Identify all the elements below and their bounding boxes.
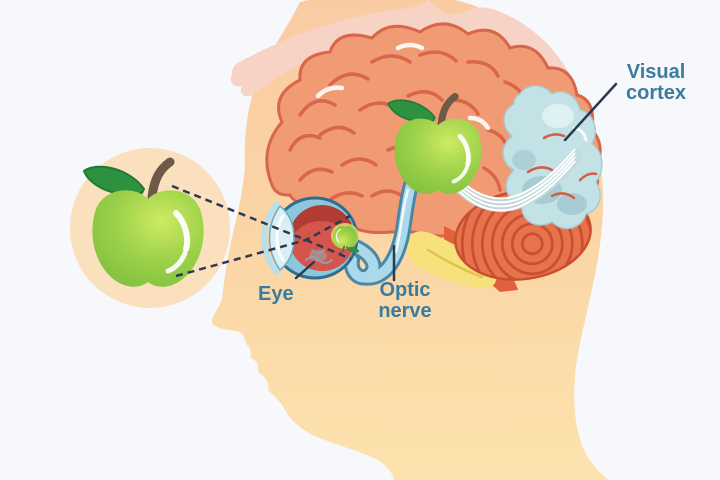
lens (268, 204, 295, 272)
optic-radiation-fibers (448, 148, 583, 212)
brain-highlights (315, 42, 491, 131)
optic-disc (309, 250, 327, 262)
eye-leader-line (294, 260, 316, 280)
eye-label: Eye (258, 283, 294, 305)
retinal-vessels (305, 249, 333, 264)
light-ray-dashed-lines (171, 184, 352, 278)
optic-nerve-label: Optic nerve (378, 279, 432, 322)
label-leader-lines (294, 82, 618, 282)
visual-cortex-leader-line (563, 82, 618, 142)
temporal-lobe-yellow (406, 231, 497, 288)
visual-cortex-label: Visual cortex (625, 61, 687, 104)
cornea (261, 201, 280, 275)
eye-cross-section (261, 196, 361, 280)
